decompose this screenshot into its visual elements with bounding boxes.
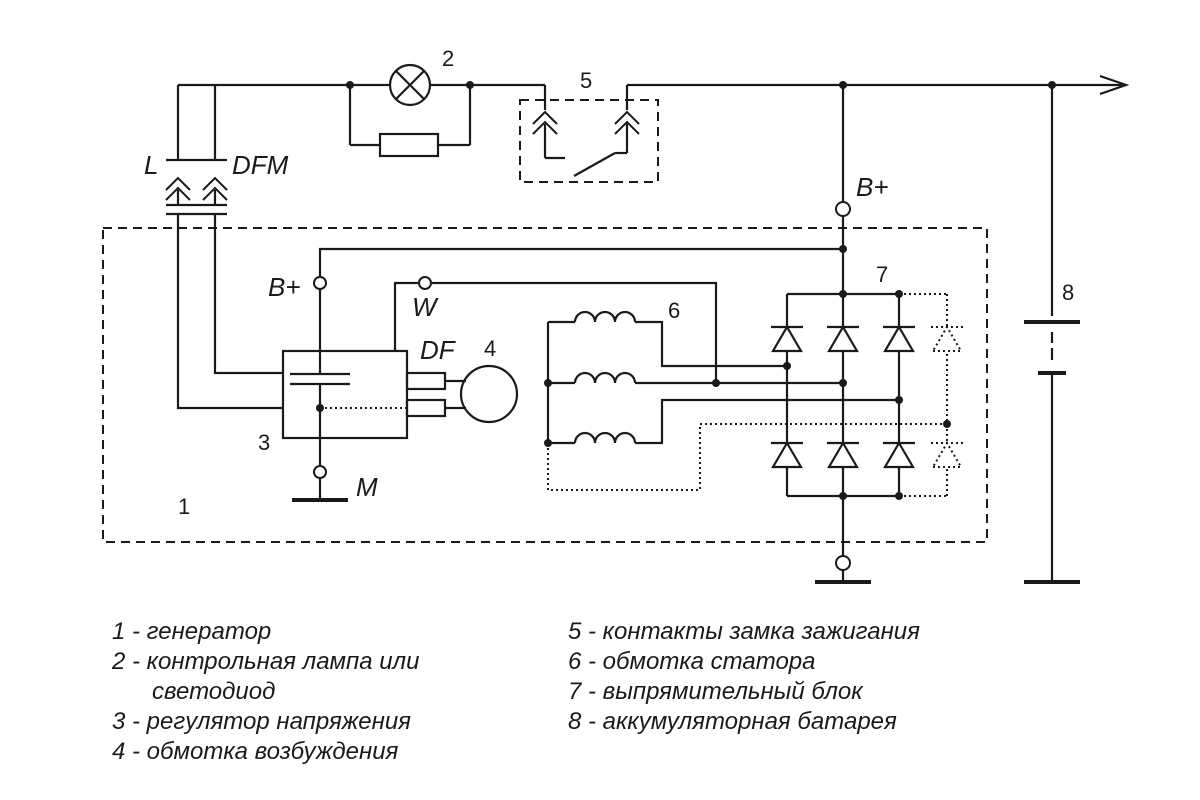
regulator-wiring: B+ W M [176, 214, 843, 502]
stator-winding-6: 6 [544, 298, 947, 491]
legend-item: светодиод [152, 678, 276, 705]
top-wiring [176, 74, 1130, 150]
ignition-switch-5: 5 [519, 68, 659, 183]
legend-item: 5 - контакты замка зажигания [568, 618, 920, 645]
voltage-regulator-3: 3 [258, 349, 409, 455]
battery-8: 8 [1024, 81, 1080, 584]
legend-right: 5 - контакты замка зажигания 6 - обмотка… [568, 617, 920, 737]
terminal-w [418, 276, 432, 290]
diode-icon [769, 441, 805, 469]
connector-l-dfm: L DFM [144, 150, 289, 216]
diode-icon [769, 325, 805, 353]
terminal-b-plus [835, 201, 851, 217]
diode-icon [930, 326, 964, 352]
label-8: 8 [1062, 280, 1074, 305]
legend-item: 6 - обмотка статора [568, 648, 816, 675]
generator-boundary [102, 227, 988, 543]
diode-icon [825, 441, 861, 469]
label-dfm: DFM [232, 150, 289, 180]
label-b-plus: B+ [856, 172, 889, 202]
terminal-m [313, 465, 327, 479]
rectifier-7: B+ 7 [769, 81, 964, 584]
diode-icon [881, 325, 917, 353]
label-l: L [144, 150, 158, 180]
indicator-lamp-2: 2 [346, 46, 474, 158]
excitation-winding-4: DF 4 [405, 335, 519, 424]
label-2: 2 [442, 46, 454, 71]
diode-icon [825, 325, 861, 353]
label-df: DF [420, 335, 457, 365]
legend-left: 1 - генератор 2 - контрольная лампа или … [112, 617, 419, 767]
label-6: 6 [668, 298, 680, 323]
label-m: M [356, 472, 378, 502]
legend-item: 1 - генератор [112, 618, 272, 645]
legend-item: 7 - выпрямительный блок [568, 678, 863, 705]
label-1: 1 [178, 494, 190, 519]
legend-item: 8 - аккумуляторная батарея [568, 708, 897, 735]
label-5: 5 [580, 68, 592, 93]
label-b-plus-regulator: B+ [268, 272, 301, 302]
legend-item: 2 - контрольная лампа или [112, 648, 420, 675]
label-3: 3 [258, 430, 270, 455]
label-4: 4 [484, 336, 496, 361]
legend-item: 3 - регулятор напряжения [112, 708, 412, 735]
terminal-ground [835, 555, 851, 571]
diode-icon [881, 441, 917, 469]
label-w: W [412, 292, 439, 322]
lamp-icon [388, 63, 432, 107]
terminal-b-plus-regulator [313, 276, 327, 290]
label-7: 7 [876, 262, 888, 287]
legend-item: 4 - обмотка возбуждения [112, 738, 399, 765]
diode-icon [930, 442, 964, 468]
resistor-icon [378, 132, 440, 158]
